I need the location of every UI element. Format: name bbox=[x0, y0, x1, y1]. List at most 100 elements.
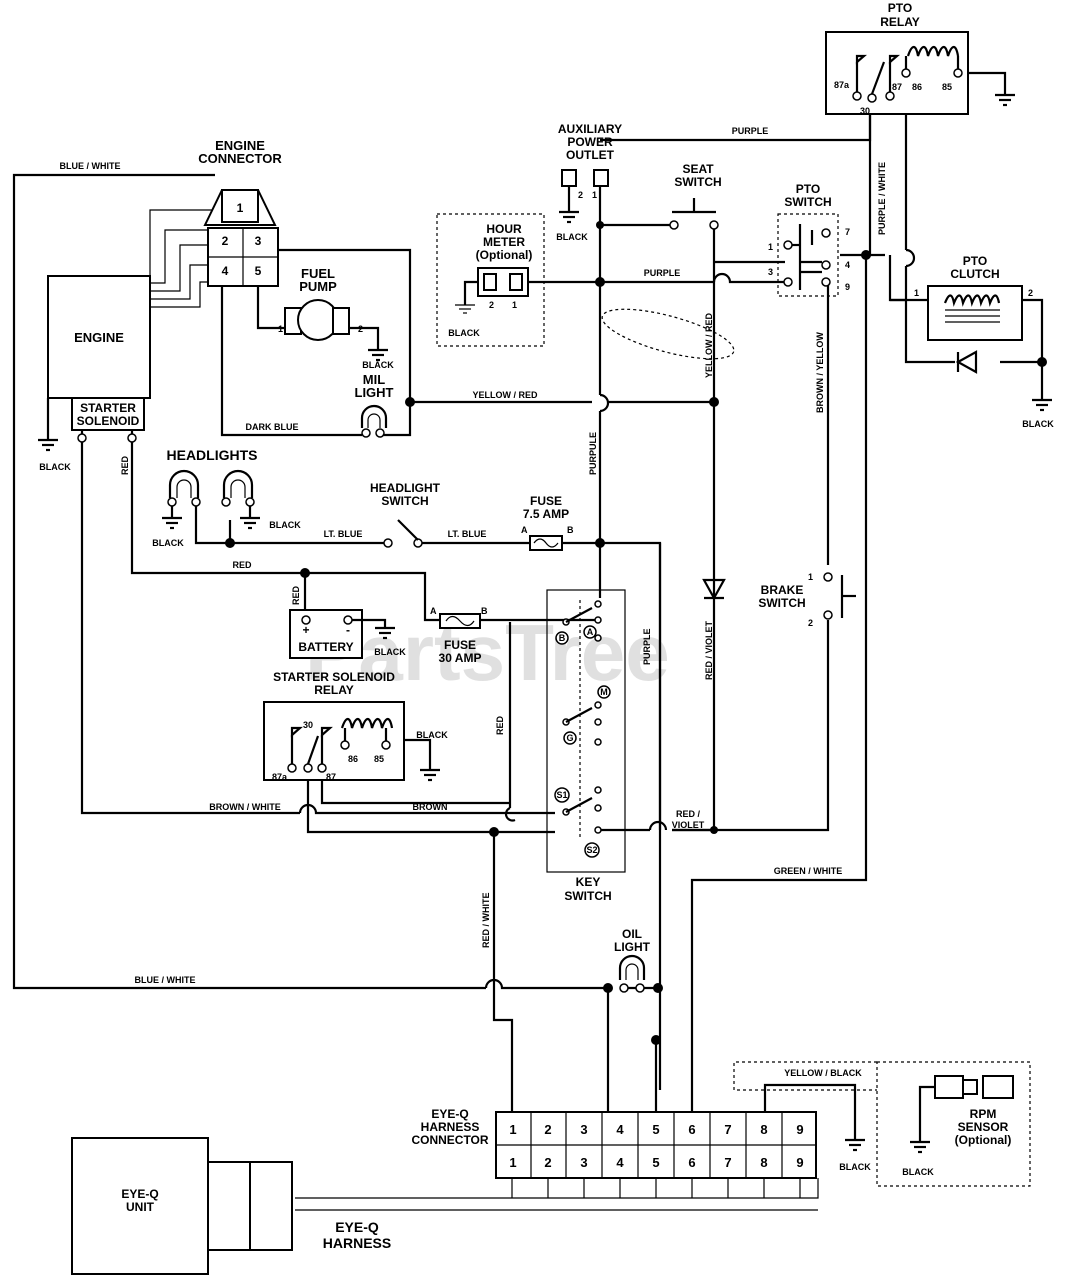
wire-red-violet-2b: VIOLET bbox=[672, 820, 705, 830]
hour-meter-label-3: (Optional) bbox=[476, 248, 533, 262]
wire-brown-white: BROWN / WHITE bbox=[209, 802, 281, 812]
oil-light-label-1: OIL bbox=[622, 927, 642, 941]
pto-switch-pin-3: 3 bbox=[768, 267, 773, 277]
pto-relay-pin-87a: 87a bbox=[834, 80, 850, 90]
aux-power-outlet: AUXILIARY POWER OUTLET 2 1 BLACK bbox=[556, 122, 622, 242]
wire-dark-blue: DARK BLUE bbox=[246, 422, 299, 432]
eyeq-bottom-pin-7: 7 bbox=[724, 1155, 731, 1170]
eyeq-bottom-pin-1: 1 bbox=[509, 1155, 516, 1170]
wire-brown-yellow: BROWN / YELLOW bbox=[815, 332, 825, 413]
yb-ground-label: BLACK bbox=[839, 1162, 871, 1172]
pto-relay-label-2: RELAY bbox=[880, 15, 920, 29]
mil-light-label-1: MIL bbox=[363, 372, 385, 387]
key-pin-b: B bbox=[559, 633, 566, 643]
eyeq-bottom-pin-9: 9 bbox=[796, 1155, 803, 1170]
headlight-switch-label-1: HEADLIGHT bbox=[370, 481, 441, 495]
wire-yellow-red-v: YELLOW / RED bbox=[704, 313, 714, 379]
eyeq-bottom-pin-4: 4 bbox=[616, 1155, 624, 1170]
rpm-label-2: SENSOR bbox=[958, 1120, 1009, 1134]
pto-relay-ground-icon bbox=[995, 93, 1015, 107]
brake-switch: BRAKE SWITCH 1 2 bbox=[758, 572, 856, 628]
eyeq-bottom-pin-5: 5 bbox=[652, 1155, 659, 1170]
ss-relay-pin-30: 30 bbox=[303, 720, 313, 730]
fuel-pump-label-1: FUEL bbox=[301, 266, 335, 281]
wire-purple-white: PURPLE / WHITE bbox=[877, 162, 887, 235]
pto-switch-pin-7: 7 bbox=[845, 227, 850, 237]
eyeq-unit-label-2: UNIT bbox=[126, 1200, 155, 1214]
headlight-1-ground-icon bbox=[162, 516, 182, 530]
fuse-7-5-pin-b: B bbox=[567, 525, 574, 535]
starter-solenoid-label-1: STARTER bbox=[80, 401, 136, 415]
key-pin-a: A bbox=[587, 627, 594, 637]
eyeq-top-pin-6: 6 bbox=[688, 1122, 695, 1137]
key-pin-s2: S2 bbox=[586, 845, 597, 855]
ec-pin-1: 1 bbox=[237, 201, 244, 215]
diode-icon bbox=[702, 578, 726, 601]
pto-clutch: PTO CLUTCH 1 2 BLACK bbox=[914, 254, 1054, 429]
headlight-1-ground-label: BLACK bbox=[152, 538, 184, 548]
headlight-switch: HEADLIGHT SWITCH bbox=[370, 481, 441, 548]
mil-light: MIL LIGHT bbox=[355, 372, 394, 438]
wires bbox=[12, 71, 1044, 1211]
aux-label-3: OUTLET bbox=[566, 148, 615, 162]
wire-group-marker bbox=[601, 308, 735, 360]
eyeq-top-pin-4: 4 bbox=[616, 1122, 624, 1137]
hour-meter: HOUR METER (Optional) 2 1 BLACK bbox=[436, 213, 545, 347]
pto-clutch-coil-icon bbox=[943, 294, 1001, 307]
eyeq-connector-label-3: CONNECTOR bbox=[411, 1133, 488, 1147]
engine-label: ENGINE bbox=[74, 330, 124, 345]
eyeq-harness-label-1: EYE-Q bbox=[335, 1219, 379, 1235]
eyeq-top-pin-1: 1 bbox=[509, 1122, 516, 1137]
ss-relay-ground-label: BLACK bbox=[416, 730, 448, 740]
headlights-label: HEADLIGHTS bbox=[167, 447, 258, 463]
engine-ground-icon bbox=[38, 438, 58, 452]
hour-meter-label-2: METER bbox=[483, 235, 525, 249]
oil-light: OIL LIGHT bbox=[614, 927, 651, 993]
pto-clutch-ground-label: BLACK bbox=[1022, 419, 1054, 429]
eyeq-unit-label-1: EYE-Q bbox=[121, 1187, 158, 1201]
key-pin-s1: S1 bbox=[556, 790, 567, 800]
ss-relay-pin-87: 87 bbox=[326, 772, 336, 782]
hour-meter-pin-1: 1 bbox=[512, 300, 517, 310]
fuse-30: A B FUSE 30 AMP bbox=[430, 606, 488, 665]
battery: + - BATTERY BLACK bbox=[289, 609, 406, 659]
ss-relay-label-1: STARTER SOLENOID bbox=[273, 670, 395, 684]
fuse-30-pin-a: A bbox=[430, 606, 437, 616]
rpm-ground-icon bbox=[910, 1140, 930, 1154]
fuse-30-pin-b: B bbox=[481, 606, 488, 616]
battery-label: BATTERY bbox=[298, 640, 353, 654]
engine-ground-label: BLACK bbox=[39, 462, 71, 472]
eyeq-bottom-pin-3: 3 bbox=[580, 1155, 587, 1170]
wire-labels: BLUE / WHITE PURPLE PURPLE YELLOW / RED … bbox=[60, 126, 888, 1078]
pto-relay-coil-icon bbox=[906, 45, 960, 57]
wire-lt-blue-2: LT. BLUE bbox=[448, 529, 487, 539]
fuel-pump-pin-1: 1 bbox=[278, 324, 283, 334]
wire-brown: BROWN bbox=[413, 802, 448, 812]
brake-switch-pin-2: 2 bbox=[808, 618, 813, 628]
wire-red-violet-v: RED / VIOLET bbox=[704, 620, 714, 680]
hour-meter-ground-label: BLACK bbox=[448, 328, 480, 338]
pto-switch-pin-9: 9 bbox=[845, 282, 850, 292]
fuel-pump-label-2: PUMP bbox=[299, 279, 337, 294]
wire-lt-blue-1: LT. BLUE bbox=[324, 529, 363, 539]
eyeq-top-pin-7: 7 bbox=[724, 1122, 731, 1137]
junction-dots bbox=[225, 221, 1047, 1045]
eyeq-bottom-pin-6: 6 bbox=[688, 1155, 695, 1170]
key-pin-g: G bbox=[566, 733, 573, 743]
fuel-pump: FUEL PUMP 1 2 BLACK bbox=[278, 266, 394, 370]
seat-switch-label-2: SWITCH bbox=[674, 175, 721, 189]
watermark: PartsTree bbox=[305, 608, 670, 697]
wire-purple-top: PURPLE bbox=[732, 126, 769, 136]
wire-red-battery: RED bbox=[291, 585, 301, 605]
headlight-2-ground-label: BLACK bbox=[269, 520, 301, 530]
pto-relay-pin-85: 85 bbox=[942, 82, 952, 92]
pto-clutch-label-1: PTO bbox=[963, 254, 987, 268]
eyeq-top-pin-2: 2 bbox=[544, 1122, 551, 1137]
pto-relay-pin-87: 87 bbox=[892, 82, 902, 92]
ec-pin-2: 2 bbox=[222, 234, 229, 248]
fuel-pump-pin-2: 2 bbox=[358, 324, 363, 334]
eyeq-top-pin-3: 3 bbox=[580, 1122, 587, 1137]
